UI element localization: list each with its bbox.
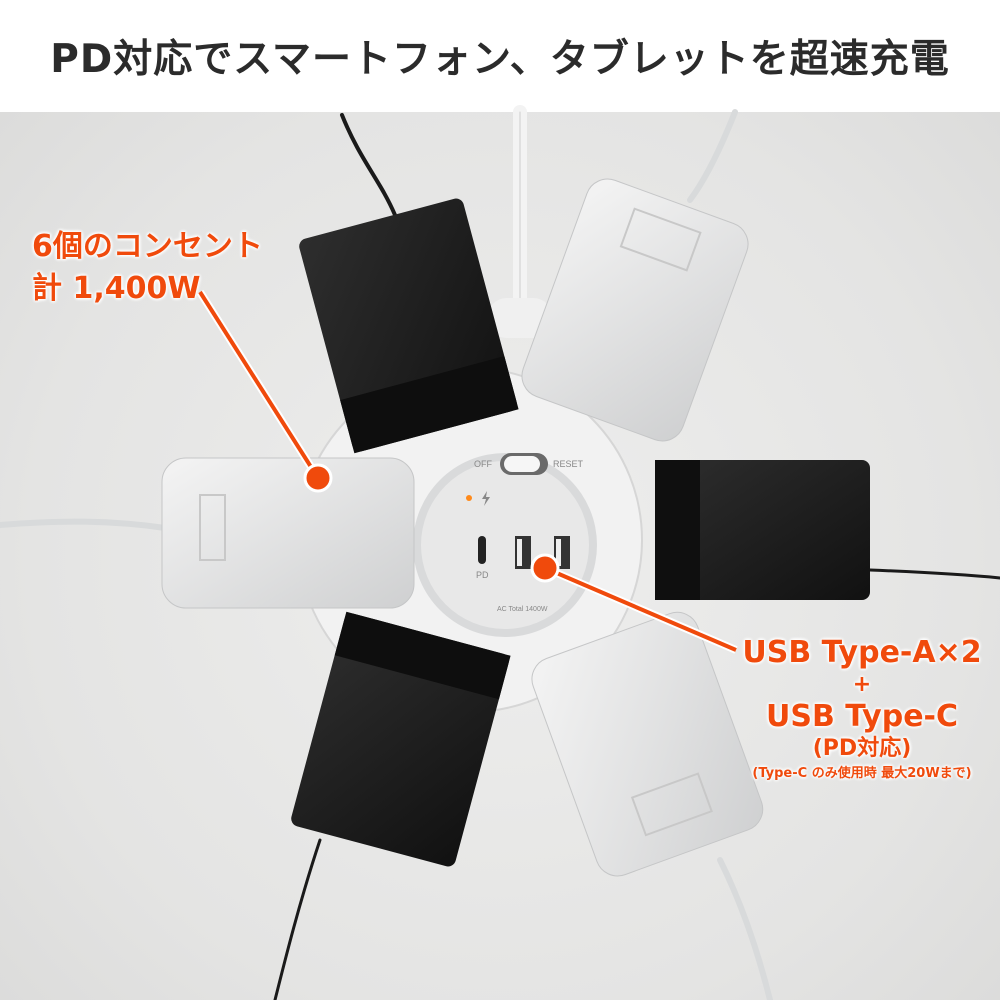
adapter-white-bottom-right <box>531 611 764 877</box>
usb-callout-line3: (PD対応) <box>812 736 912 761</box>
usb-callout-line1: USB Type-A×2 <box>742 635 982 670</box>
ac-total-label: AC Total 1400W <box>497 606 548 613</box>
header-banner: PD対応でスマートフォン、タブレットを超速充電 <box>0 0 1000 112</box>
page-title: PD対応でスマートフォン、タブレットを超速充電 <box>50 37 950 82</box>
pd-label: PD <box>476 570 489 580</box>
usb-callout: USB Type-A×2 + USB Type-C (PD対応) (Type-C… <box>722 636 1000 784</box>
switch-off-label: OFF <box>474 459 492 469</box>
adapter-black-bottom-left <box>291 611 511 867</box>
callout-line-usb <box>530 553 738 654</box>
adapter-white-top-right <box>521 178 749 442</box>
adapter-white-left <box>161 457 415 609</box>
adapter-black-top-left <box>299 198 519 454</box>
outlets-callout-line1: 6個のコンセント <box>32 229 263 264</box>
usb-callout-line2: USB Type-C <box>765 699 959 734</box>
usb-callout-note: (Type-C のみ使用時 最大20Wまで) <box>752 766 972 781</box>
callout-line-outlets <box>196 289 333 493</box>
switch-reset-label: RESET <box>553 459 584 469</box>
usb-c-port <box>478 536 486 564</box>
adapter-black-right <box>655 460 870 600</box>
lightning-icon <box>482 491 490 506</box>
outlets-callout-line2: 計 1,400W <box>32 271 201 306</box>
led-indicator-icon <box>466 495 472 501</box>
cables <box>0 105 1000 1000</box>
outlets-callout: 6個のコンセント 計 1,400W <box>32 226 263 310</box>
usb-callout-plus: + <box>852 672 872 697</box>
power-strip-hub <box>297 298 643 713</box>
